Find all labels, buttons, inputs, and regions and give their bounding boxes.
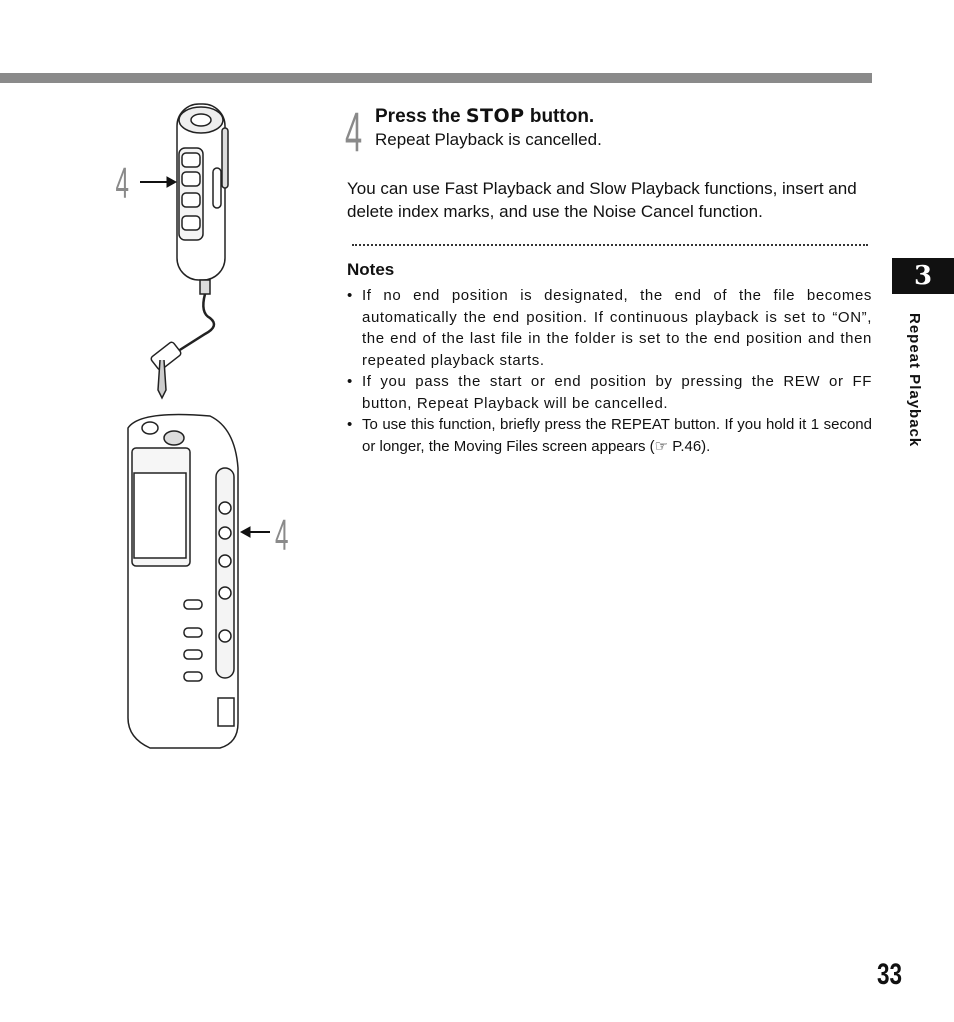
chapter-tab: 3	[892, 258, 954, 294]
chapter-side-label: Repeat Playback	[906, 313, 923, 448]
dotted-divider	[352, 244, 868, 246]
step-number: 4	[345, 100, 363, 163]
arrow-right-icon	[140, 176, 178, 188]
notes-list: If no end position is designated, the en…	[347, 285, 872, 457]
callout-number: 4	[116, 158, 129, 208]
device-illustration: 4 4	[116, 103, 288, 749]
note-item: If you pass the start or end position by…	[347, 371, 872, 414]
callout-number: 4	[275, 510, 288, 560]
note-item: To use this function, briefly press the …	[347, 414, 872, 457]
step-title: Press the STOP button.	[375, 105, 594, 128]
stop-key-label: STOP	[465, 105, 525, 127]
page-number: 33	[877, 958, 903, 991]
notes-heading: Notes	[347, 260, 395, 279]
voice-recorder	[127, 413, 239, 749]
note-item: If no end position is designated, the en…	[347, 285, 872, 371]
header-rule	[0, 73, 872, 83]
step-title-suffix: button.	[524, 106, 595, 127]
step-title-prefix: Press the	[375, 106, 466, 127]
remote-control	[150, 103, 229, 400]
body-paragraph: You can use Fast Playback and Slow Playb…	[347, 179, 857, 221]
step-subtitle: Repeat Playback is cancelled.	[375, 130, 602, 149]
arrow-left-icon	[239, 526, 270, 538]
